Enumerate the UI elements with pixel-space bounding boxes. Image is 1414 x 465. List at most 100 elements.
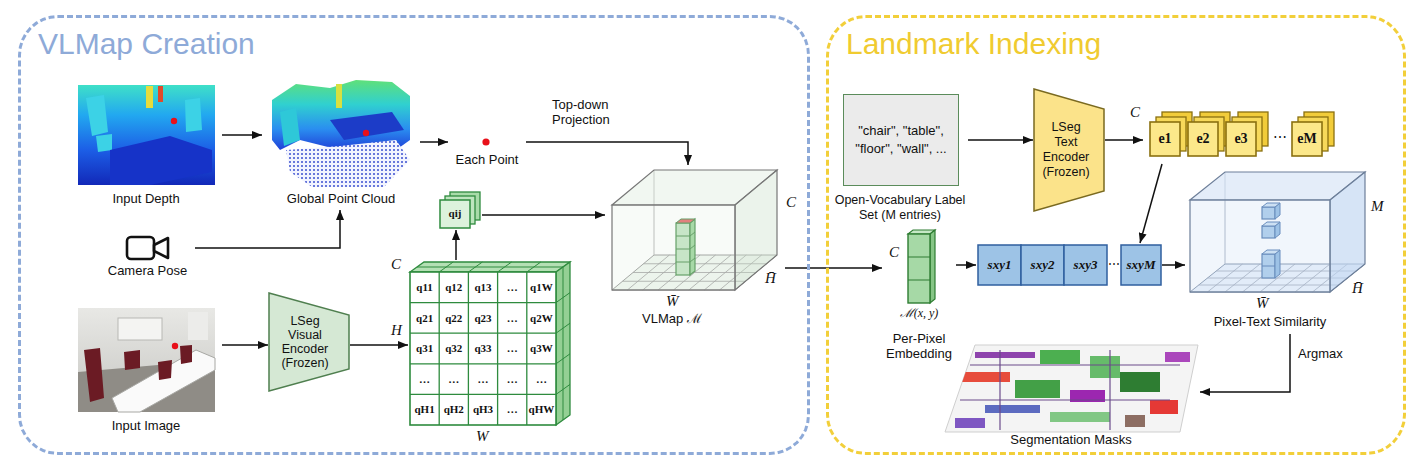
label-set-box: "chair", "table", "floor", "wall", ... Op… (832, 94, 968, 229)
point-dot (482, 138, 489, 145)
segmentation-map (945, 345, 1198, 432)
feature-cell-label: q23 (468, 311, 497, 325)
mask-patch (1015, 380, 1060, 398)
feature-cell-label: qH2 (439, 402, 468, 416)
feature-cell-label: q21 (410, 311, 439, 325)
grid-cell-lines (410, 272, 556, 425)
encoder-trapezoid: LSeg Text Encoder (Frozen) (1033, 88, 1105, 212)
vlmap-front-face (612, 205, 735, 290)
point-cloud-floor (286, 140, 410, 187)
segmentation-patches (955, 350, 1190, 430)
arrow-connector (1105, 139, 1143, 141)
feature-cell-label: … (498, 341, 527, 355)
cube-front (1188, 122, 1218, 156)
feature-cell-label: … (498, 280, 527, 294)
node-label: Pixel-Text Similarity (1190, 314, 1350, 330)
arrow-connector (420, 141, 448, 143)
node-label: Global Point Cloud (262, 191, 420, 207)
embedding-label: ⋯ (1269, 129, 1291, 146)
edge-label: Top-down Projection (552, 97, 632, 127)
feature-cell-label: qHW (527, 402, 556, 416)
rgb-board (118, 318, 162, 340)
feature-cube: qij (438, 186, 482, 230)
arrow-connector (1140, 164, 1162, 243)
embedding-cell-lines (908, 257, 930, 280)
similarity-volume: Pixel-Text Similarity (1185, 168, 1385, 334)
feature-cell-label: … (498, 372, 527, 386)
dimension-label: W̄ (1256, 295, 1269, 312)
mask-patch (1040, 350, 1080, 364)
point-cloud-image: Global Point Cloud (262, 78, 420, 210)
feature-cell-label: q1W (527, 280, 556, 294)
point-cloud-table (330, 112, 404, 140)
node-label: Input Image (70, 418, 222, 434)
score-label: sxyM (1121, 257, 1161, 273)
feature-cell-label: … (498, 402, 527, 416)
dimension-label: W (476, 428, 489, 445)
feature-cube-front (440, 200, 470, 228)
similarity-front-face (1190, 200, 1330, 292)
cube-front (1292, 122, 1322, 156)
embedding-label: e1 (1150, 130, 1180, 147)
arrow-connector (968, 139, 1033, 141)
dimension-label: C (1130, 104, 1140, 121)
grid-front-face (410, 272, 556, 425)
embedding-column (908, 234, 930, 303)
feature-cell-label: q22 (439, 311, 468, 325)
point-cloud (272, 80, 410, 150)
region-title: VLMap Creation (38, 26, 358, 62)
score-label: sxy2 (1021, 257, 1064, 273)
similarity-cell (1021, 245, 1064, 285)
text-embedding-cubes (1150, 112, 1334, 156)
feature-cell-label: q2W (527, 311, 556, 325)
node-label: Input Depth (70, 191, 222, 207)
feature-cell-label: … (527, 372, 556, 386)
dimension-label: C (391, 256, 401, 273)
mask-patch (1150, 400, 1178, 414)
feature-cell-label: … (468, 372, 497, 386)
vlmap-volume: VLMap ℳ (605, 165, 785, 330)
node-label: Open-Vocabulary Label Set (M entries) (832, 193, 968, 223)
similarity-cell (978, 245, 1021, 285)
feature-cell-label: q13 (468, 280, 497, 294)
point-dot (172, 343, 178, 349)
segmentation-image: Segmentation Masks (942, 343, 1200, 451)
feature-cell-label: qH1 (410, 402, 439, 416)
embedding-side (930, 230, 935, 303)
rgb-chair (84, 345, 192, 402)
depth-image (78, 85, 215, 185)
node-label: ℳ(x, y) (882, 306, 956, 321)
similarity-cell (1064, 245, 1107, 285)
arrow-connector (350, 344, 408, 346)
arrow-connector (455, 230, 457, 260)
score-label: sxy3 (1064, 257, 1107, 273)
arrow-connector (222, 134, 262, 136)
point-dot (363, 130, 369, 136)
mask-patch (975, 352, 1035, 358)
cube-front (1150, 122, 1180, 156)
mask-patch (1090, 356, 1120, 378)
region-panel: Input Depth Global Point Cloud Each PointC… (18, 15, 810, 455)
node-label: VLMap ℳ (607, 311, 737, 327)
point-dot (171, 118, 177, 124)
feature-cell-label: qH3 (468, 402, 497, 416)
node-label: "chair", "table", "floor", "wall", ... (846, 122, 956, 158)
embedding-label: e3 (1226, 130, 1256, 147)
feature-cell-label: q33 (468, 341, 497, 355)
text-embedding-cubes: e1e2e3⋯eM (1143, 104, 1337, 164)
depth-table (110, 136, 212, 185)
node-label: Each Point (448, 152, 526, 168)
camera-lens (154, 238, 168, 258)
point-cloud-object (336, 84, 342, 108)
feature-cell-label: q11 (410, 280, 439, 294)
arrow-connector (526, 142, 688, 165)
mask-outline (960, 350, 1180, 430)
region-panel: "chair", "table", "floor", "wall", ... Op… (826, 15, 1406, 455)
node-label: qij (440, 206, 470, 220)
feature-cell-label: q12 (439, 280, 468, 294)
rgb-window (188, 312, 208, 340)
encoder-trapezoid: LSeg Visual Encoder (Frozen) (268, 292, 350, 392)
embedding-label: eM (1292, 130, 1322, 147)
mask-patch (985, 405, 1040, 413)
feature-cell-label: q32 (439, 341, 468, 355)
